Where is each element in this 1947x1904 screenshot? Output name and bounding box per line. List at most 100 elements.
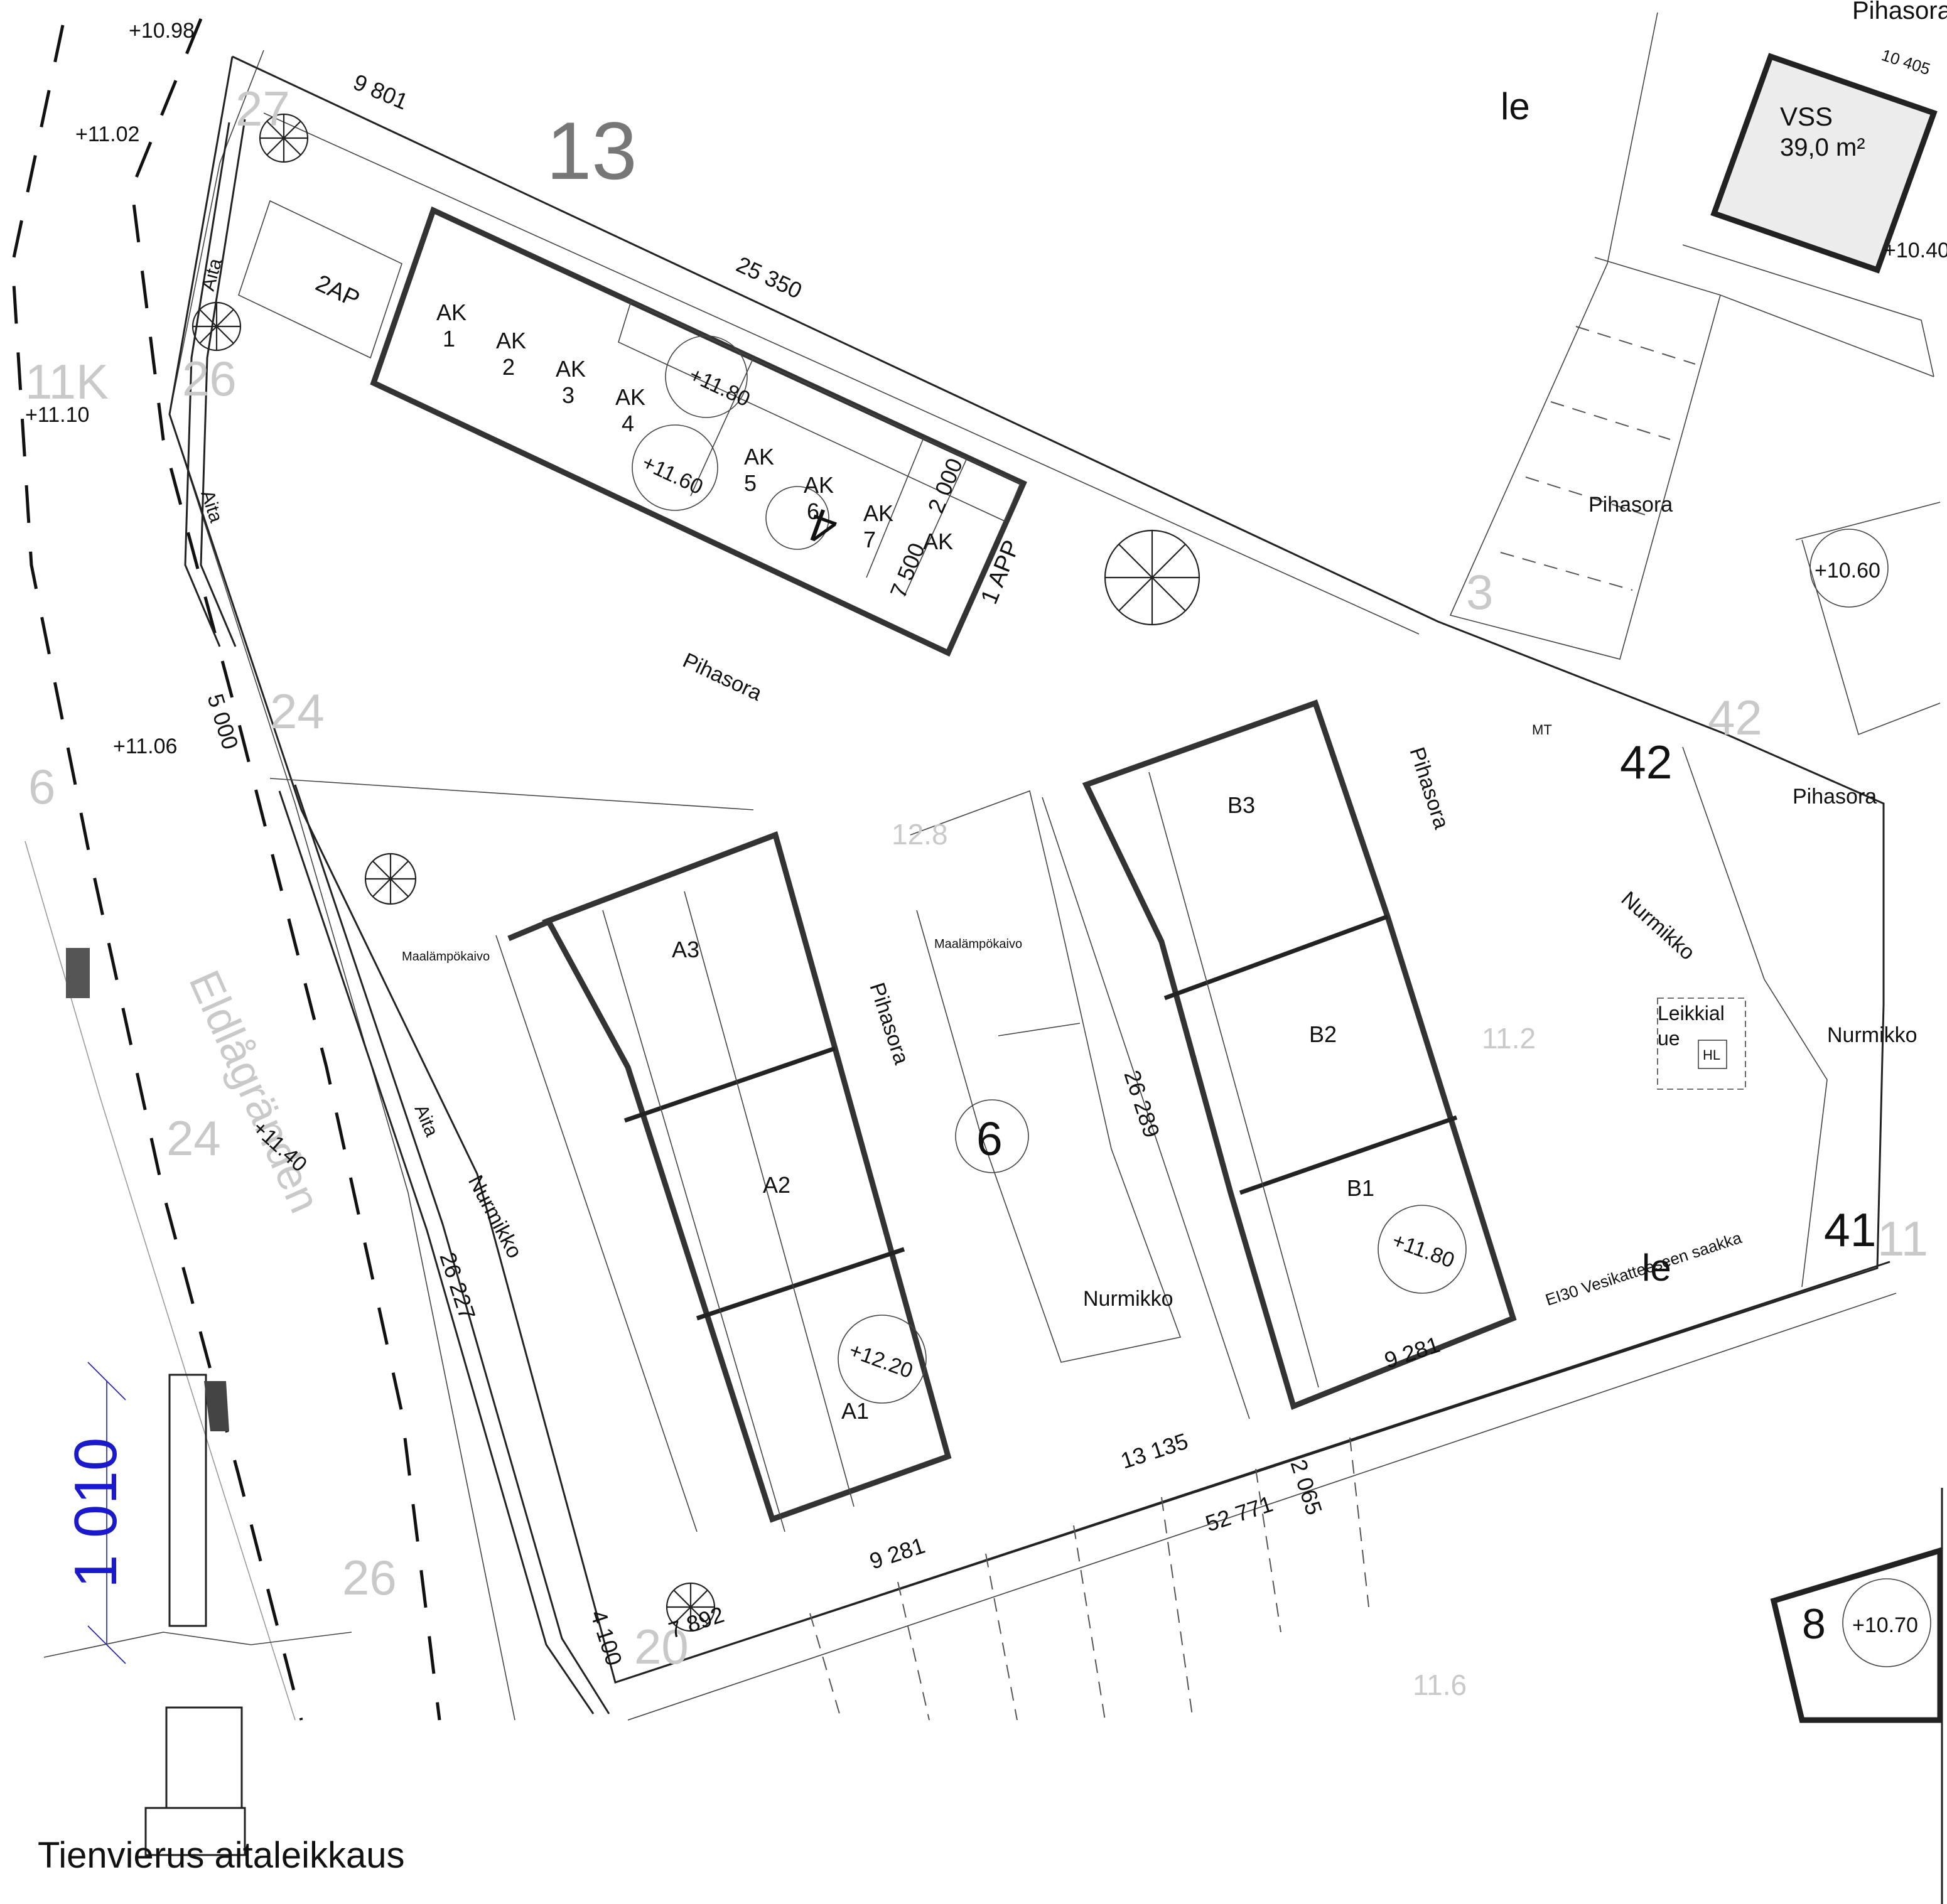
ghost-label: 12.8 — [892, 818, 948, 851]
fence-label: Aita — [197, 488, 226, 525]
ghost-label: le — [1642, 1247, 1671, 1289]
ghost-label: 24 — [166, 1111, 221, 1166]
dimension-label: 7 500 — [885, 539, 930, 601]
tree-icon — [191, 301, 242, 352]
dwelling-label: B3 — [1227, 792, 1255, 818]
dimension-label: 5 000 — [202, 691, 244, 752]
dimension-label: 4 100 — [585, 1607, 627, 1669]
dwelling-label: A1 — [841, 1398, 869, 1424]
ghost-label: 26 — [342, 1550, 397, 1605]
storage-label: AK — [496, 328, 526, 353]
ghost-label: Pihasora — [1852, 0, 1947, 24]
storage-label: 3 — [562, 382, 574, 408]
storage-label: AK — [556, 356, 586, 382]
plot-number: 8 — [1802, 1600, 1826, 1648]
nurmikko-label: Nurmikko — [1083, 1287, 1173, 1311]
ghost-label: 11.6 — [1413, 1669, 1467, 1701]
pihasora-label: Pihasora — [1405, 745, 1454, 832]
ghost-label: 3 — [1466, 564, 1493, 620]
elevation-label: +11.60 — [639, 451, 707, 500]
grey-ghost-labels: 27 26 11K 24 6 24 26 20 12.8 11.2 3 42 1… — [25, 0, 1947, 1701]
tree-icon — [364, 852, 417, 905]
storage-label: AK — [804, 472, 834, 498]
vss-label: VSS — [1780, 102, 1833, 131]
elevation-label: +11.80 — [686, 363, 754, 412]
elevation-label: +11.06 — [113, 734, 177, 758]
ghost-label: 11 — [1877, 1211, 1928, 1266]
dwelling-label: B1 — [1347, 1175, 1374, 1201]
fence-label: Aita — [198, 256, 226, 293]
dimension-label: 10 405 — [1879, 45, 1933, 78]
building-b — [1042, 699, 1517, 1419]
dimension-labels: 9 801 25 350 5 000 2 000 7 500 26 227 26… — [202, 45, 1933, 1669]
street-name: Eldlågränden — [180, 963, 330, 1220]
storage-building — [238, 200, 1027, 657]
elevation-label: +10.60 — [1815, 559, 1880, 583]
storage-label: 1 — [443, 326, 455, 352]
storage-label: 2 — [502, 354, 515, 380]
storage-label: 4 — [622, 411, 634, 436]
parking-label: 2AP — [311, 270, 364, 313]
section-title: Tienvierus aitaleikkaus — [38, 1835, 405, 1876]
dwelling-labels: A1 A2 A3 B1 B2 B3 — [672, 792, 1374, 1424]
elevation-labels: +10.98 +11.02 +11.10 +11.06 +11.40 +11.8… — [25, 19, 1947, 1637]
dimension-label: 26 227 — [434, 1249, 480, 1323]
mt-label: MT — [1532, 722, 1552, 738]
storage-label: AK — [744, 444, 774, 470]
street — [11, 18, 515, 1721]
ghost-label: 20 — [634, 1619, 689, 1674]
dimension-label: 9 801 — [350, 69, 412, 115]
ghost-label: 42 — [1708, 690, 1762, 745]
dimension-label: 9 281 — [1381, 1331, 1443, 1374]
dimension-label: 13 135 — [1118, 1428, 1191, 1474]
storage-label: AK — [863, 500, 893, 526]
fence-section-drawing — [43, 948, 352, 1856]
ghost-label: 26 — [182, 351, 237, 406]
plot-boundary — [168, 55, 1885, 1684]
tree-icon — [1104, 529, 1200, 626]
ghost-label: le — [1501, 85, 1530, 127]
fence — [184, 119, 610, 1714]
pihasora-label: Pihasora — [865, 980, 914, 1067]
ghost-label: 27 — [235, 81, 290, 136]
pihasora-label: Pihasora — [679, 648, 766, 706]
fence-label: Aita — [411, 1102, 443, 1140]
vss-area: 39,0 m² — [1780, 134, 1865, 161]
neighbour-right — [1449, 12, 1943, 1723]
dimension-label: 9 281 — [866, 1532, 928, 1574]
storage-label: AK — [923, 529, 953, 554]
elevation-label: +11.80 — [1389, 1229, 1457, 1273]
ghost-label: 24 — [270, 684, 325, 739]
borehole-label: Maalämpökaivo — [402, 950, 490, 964]
ghost-label: 11.2 — [1482, 1022, 1536, 1055]
elevation-label: +12.20 — [846, 1338, 916, 1384]
storage-label: AK — [436, 299, 467, 325]
courtyard-edges — [910, 790, 1182, 1363]
borehole-label: Maalämpökaivo — [934, 937, 1022, 951]
section-height: 1 010 — [62, 1438, 129, 1588]
elevation-label: +10.40 — [1884, 239, 1947, 262]
nurmikko-label: Nurmikko — [463, 1171, 527, 1262]
ghost-label: 6 — [28, 759, 55, 814]
dwelling-label: B2 — [1309, 1021, 1337, 1047]
tree-icon — [666, 1582, 716, 1632]
plot-number: 6 — [976, 1112, 1003, 1165]
storage-unit-labels: AK1 AK2 AK3 AK4 AK5 AK6 AK7 AK — [436, 299, 953, 554]
playground-label: Leikkial — [1658, 1002, 1725, 1025]
elevation-label: +11.02 — [75, 122, 139, 146]
elevation-label: +10.70 — [1852, 1613, 1918, 1637]
pihasora-label: Pihasora — [1588, 493, 1673, 517]
dimension-label: 26 289 — [1119, 1067, 1165, 1141]
parking-strip — [615, 1261, 1897, 1721]
tree-symbols — [191, 113, 1200, 1632]
playground-hl-label: HL — [1703, 1047, 1720, 1063]
nurmikko-label: Nurmikko — [1617, 887, 1700, 965]
playground-label: ue — [1658, 1027, 1680, 1050]
plot-numbers: 13 4 6 42 41 8 — [546, 105, 1876, 1648]
elevation-label: +11.10 — [25, 403, 89, 427]
dimension-label: 52 771 — [1202, 1491, 1276, 1537]
storage-label: 7 — [863, 527, 876, 552]
plot-number: 13 — [546, 105, 637, 196]
building-a — [495, 831, 952, 1532]
